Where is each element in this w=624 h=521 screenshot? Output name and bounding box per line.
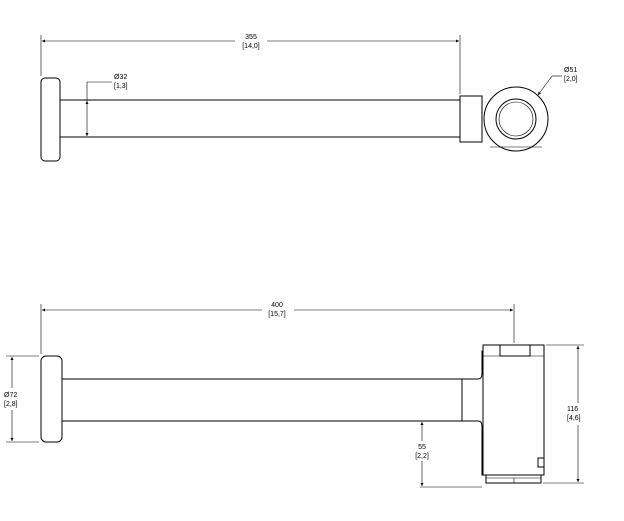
dim-side-height-imperial: [4,6]: [567, 415, 581, 422]
side-clamp-bolt: [537, 457, 545, 468]
dim-side-length: 400 [15,7]: [40, 300, 515, 354]
side-clamp-base: [485, 474, 542, 484]
dim-side-height: 116 [4,6]: [543, 344, 590, 484]
side-view: 400 [15,7] Ø72 [2,8] 55 [2,2] 116: [3, 300, 590, 488]
top-end-ring-inner: [495, 98, 537, 140]
dim-top-end-diameter-imperial: [2,0]: [564, 76, 578, 83]
dim-top-tube-diameter: Ø32 [1,3]: [85, 74, 128, 136]
side-tube: [61, 378, 463, 422]
dim-top-tube-diameter-imperial: [1,3]: [114, 83, 128, 90]
side-wall-flange: [40, 355, 63, 443]
dim-top-end-diameter-value: Ø51: [564, 67, 577, 74]
dim-top-length: 355 [14,0]: [40, 33, 461, 94]
top-tube: [59, 99, 461, 138]
top-end-block: [459, 95, 483, 143]
dim-top-tube-diameter-value: Ø32: [114, 74, 127, 81]
dim-side-offset: 55 [2,2]: [411, 422, 482, 488]
dim-side-offset-imperial: [2,2]: [415, 453, 429, 460]
side-connector-body: [461, 350, 484, 476]
top-end-ring-bore: [498, 101, 534, 137]
dim-side-length-value: 400: [271, 302, 283, 309]
dim-side-flange-diameter-value: Ø72: [4, 392, 17, 399]
dim-top-length-imperial: [14,0]: [242, 43, 260, 50]
dim-side-height-value: 116: [567, 406, 578, 413]
top-wall-flange: [40, 77, 61, 162]
dim-top-length-value: 355: [245, 34, 257, 41]
side-clamp-housing: [482, 344, 545, 476]
top-view: 355 [14,0] Ø32 [1,3] Ø51 [2,0]: [40, 33, 578, 162]
dim-side-flange-diameter: Ø72 [2,8]: [3, 355, 39, 443]
dim-side-flange-diameter-imperial: [2,8]: [4, 401, 18, 408]
dim-side-offset-value: 55: [418, 444, 426, 451]
dim-top-end-diameter: Ø51 [2,0]: [537, 67, 578, 96]
dim-side-length-imperial: [15,7]: [268, 311, 286, 318]
side-clamp-top-cap: [499, 344, 531, 357]
